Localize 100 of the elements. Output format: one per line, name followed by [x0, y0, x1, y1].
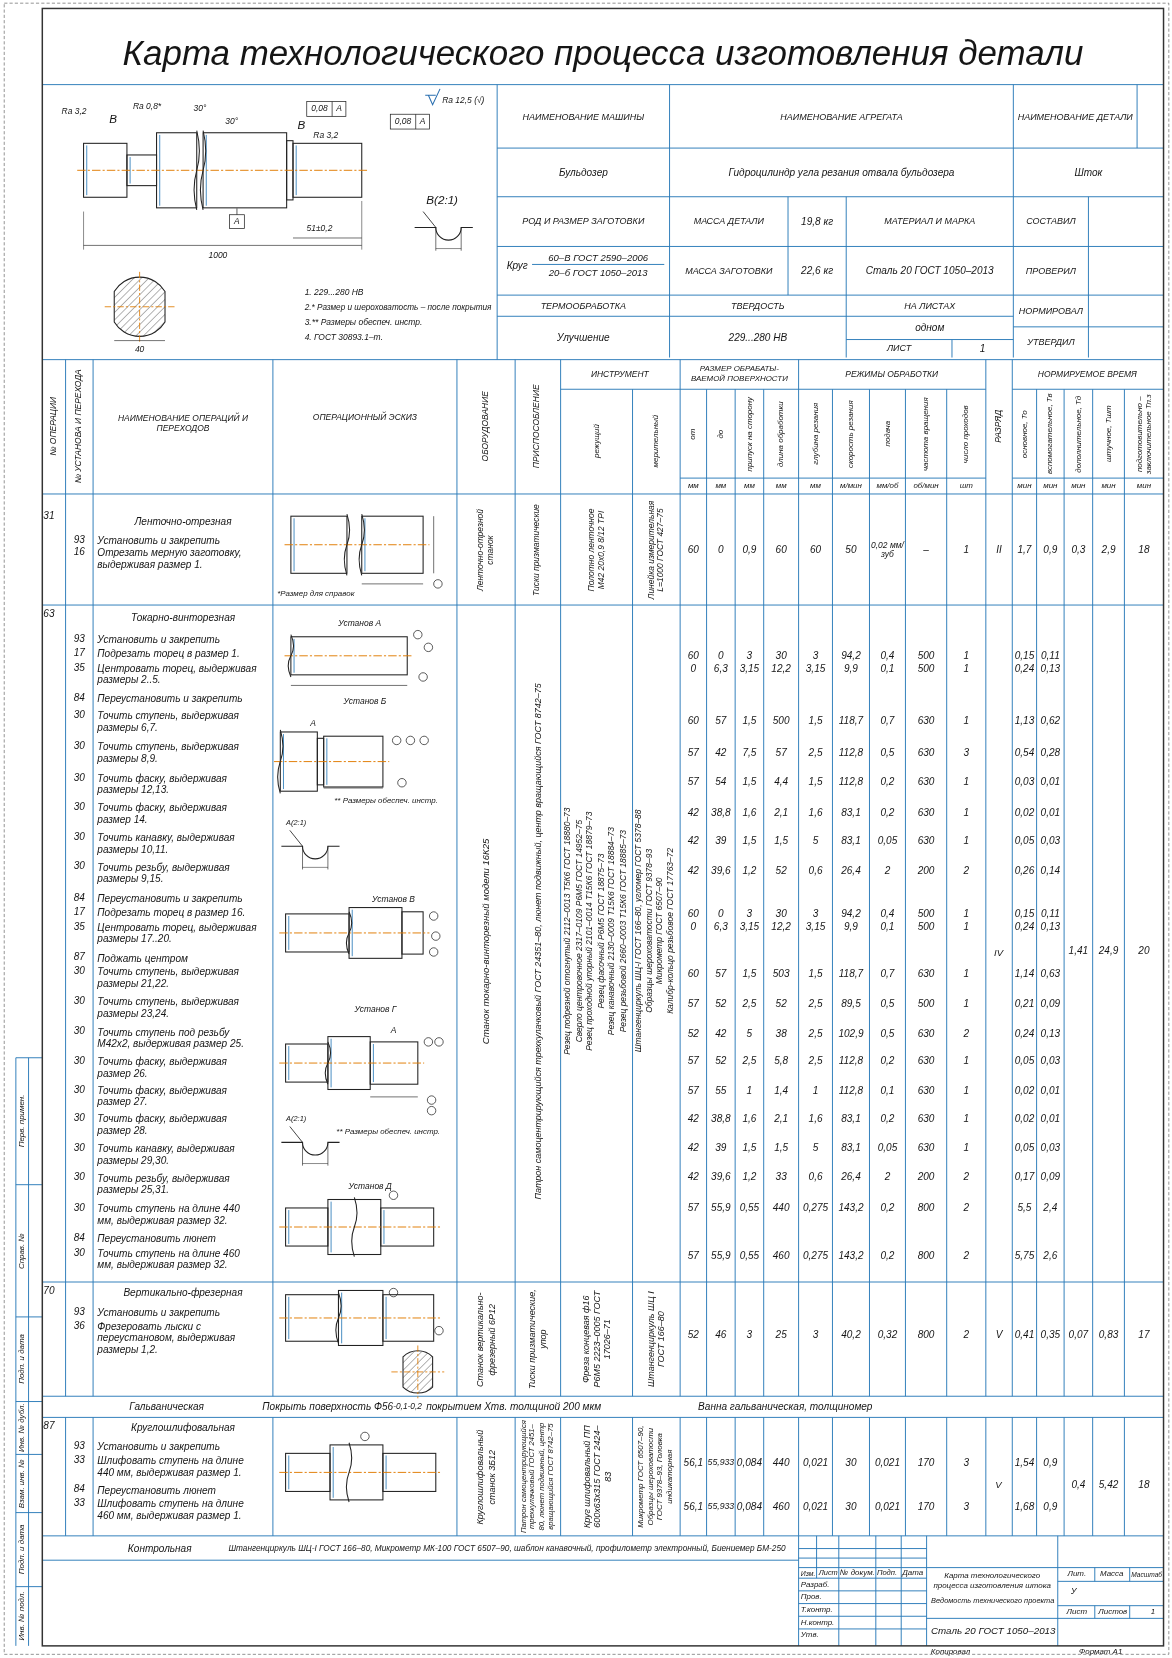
- step-text: Переустановить люнет: [97, 1483, 217, 1497]
- numeric-value: 52: [774, 997, 788, 1011]
- numeric-value: 40,2: [840, 1328, 862, 1342]
- numeric-value: 2: [962, 864, 971, 877]
- numeric-value: 5,42: [1097, 1478, 1120, 1492]
- step-number: 87: [72, 950, 86, 964]
- tool-text: Резец фасочный Р6М5 ГОСТ 18875–73: [594, 852, 606, 1011]
- numeric-value: 1,5: [741, 714, 758, 727]
- numeric-value: 0,02: [1013, 1112, 1036, 1126]
- field-label: ПРОВЕРИЛ: [1024, 264, 1077, 279]
- numeric-value: 118,7: [837, 714, 865, 727]
- tool-text: Резец резьбовой 2660–0003 Т15К6 ГОСТ 18885–73: [616, 828, 629, 1034]
- numeric-value: 0,01: [1039, 775, 1062, 789]
- step-text: Центровать торец, выдерживая размеры 2..5.: [97, 661, 258, 687]
- numeric-value: 0,35: [1039, 1328, 1062, 1342]
- field-value: Бульдозер: [557, 165, 609, 181]
- numeric-value: 1,5: [741, 1141, 758, 1154]
- dimension-label: 30°: [224, 115, 240, 128]
- numeric-value: 0,24: [1013, 662, 1036, 675]
- step-text: Подрезать торец в размер 16.: [97, 905, 247, 919]
- numeric-value: 112,8: [837, 1084, 865, 1097]
- field-value: Гидроцилиндр угла резания отвала бульдозера: [727, 165, 956, 181]
- step-text: Переустановить люнет: [97, 1231, 217, 1245]
- numeric-value: 83,1: [840, 1112, 862, 1126]
- step-number: 84: [72, 1483, 86, 1496]
- numeric-value: 1,5: [807, 714, 824, 727]
- note-text: 2.* Размер и шероховатость – после покрытия: [304, 301, 493, 314]
- numeric-value: 630: [916, 967, 936, 981]
- numeric-value: 3,15: [804, 920, 827, 933]
- numeric-value: 57: [686, 746, 700, 760]
- numeric-value: 60: [808, 543, 823, 557]
- step-number: 30: [72, 771, 86, 784]
- numeric-value: 1: [962, 649, 971, 663]
- step-number: 84: [72, 1231, 86, 1244]
- step-text: Точить ступень на длине 440 мм, выдерживая размер 32.: [97, 1201, 241, 1227]
- field-label: МАССА ДЕТАЛИ: [692, 215, 765, 229]
- numeric-value: 0,9: [1042, 543, 1059, 557]
- numeric-value: 0: [717, 543, 725, 557]
- step-text: Шлифовать ступень на длине 460 мм, выдерживая размер 1.: [97, 1496, 245, 1523]
- numeric-value: 42: [686, 806, 700, 819]
- numeric-value: 630: [916, 775, 936, 789]
- tool-text: Сверло центровочное 2317–0109 Р6М5 ГОСТ 14952–75: [572, 818, 584, 1045]
- numeric-value: 0: [689, 662, 698, 675]
- numeric-value: 102,9: [837, 1027, 865, 1040]
- numeric-value: 0,2: [879, 806, 896, 819]
- numeric-value: 42: [686, 1112, 700, 1126]
- numeric-value: 1: [962, 1141, 971, 1154]
- numeric-value: 5: [811, 834, 820, 848]
- numeric-value: 0,63: [1039, 967, 1062, 981]
- step-number: 30: [72, 859, 86, 873]
- column-header: НОРМИРУЕМОЕ ВРЕМЯ: [1036, 368, 1138, 381]
- step-number: 84: [72, 891, 86, 905]
- numeric-value: 39: [714, 834, 728, 848]
- numeric-value: 1: [962, 806, 971, 819]
- numeric-value: 3: [811, 1328, 820, 1342]
- step-number: 30: [72, 1170, 86, 1184]
- field-value: 60–В ГОСТ 2590–2006: [547, 251, 650, 265]
- numeric-value: 0,6: [807, 1170, 824, 1184]
- column-header: № УСТАНОВА И ПЕРЕХОДА: [73, 368, 85, 486]
- numeric-value: 55: [714, 1084, 728, 1097]
- numeric-value: 3,15: [738, 920, 761, 933]
- numeric-value: 1: [962, 920, 971, 933]
- numeric-value: IV: [993, 946, 1005, 960]
- sketch-label: Установ В: [371, 894, 416, 907]
- numeric-value: 1,2: [741, 1170, 758, 1184]
- step-text: Точить ступень, выдерживая размеры 6,7.: [97, 708, 240, 735]
- step-number: 17: [72, 905, 86, 919]
- numeric-value: 112,8: [837, 1054, 865, 1068]
- numeric-value: 0,03: [1039, 834, 1062, 848]
- step-number: 93: [72, 533, 86, 546]
- field-value: 19,8 кг: [800, 214, 835, 230]
- numeric-value: 200: [916, 1170, 936, 1184]
- field-label: МАТЕРИАЛ И МАРКА: [883, 215, 977, 229]
- numeric-value: 0,17: [1013, 1170, 1036, 1184]
- numeric-value: 57: [714, 967, 728, 981]
- numeric-value: 440: [771, 1201, 791, 1215]
- numeric-value: 52: [714, 1054, 728, 1068]
- step-text: Установить и закрепить: [97, 1439, 221, 1453]
- field-label: УТВЕРДИЛ: [1026, 335, 1076, 350]
- field-label: НА ЛИСТАХ: [903, 299, 957, 313]
- numeric-value: 500: [916, 649, 936, 663]
- numeric-value: 94,2: [840, 649, 862, 663]
- numeric-value: 630: [916, 1027, 936, 1040]
- step-number: 36: [72, 1319, 86, 1332]
- numeric-value: 52: [714, 997, 728, 1011]
- operation-number: 63: [43, 607, 56, 620]
- numeric-value: 4,4: [773, 775, 790, 789]
- numeric-value: 60: [686, 714, 700, 727]
- numeric-value: 0,21: [1013, 997, 1036, 1011]
- operation-number: 31: [43, 509, 56, 523]
- numeric-value: 0,4: [879, 907, 896, 921]
- numeric-value: 57: [714, 714, 728, 727]
- numeric-value: 0,24: [1013, 1027, 1036, 1040]
- numeric-value: 170: [916, 1456, 936, 1470]
- numeric-value: 112,8: [837, 746, 865, 760]
- numeric-value: 0,02: [1013, 1084, 1036, 1097]
- view-label: В(2:1): [425, 192, 459, 208]
- step-text: Поджать центром: [97, 950, 189, 965]
- datum-letter: А: [233, 216, 241, 229]
- datum-letter: А: [418, 115, 427, 128]
